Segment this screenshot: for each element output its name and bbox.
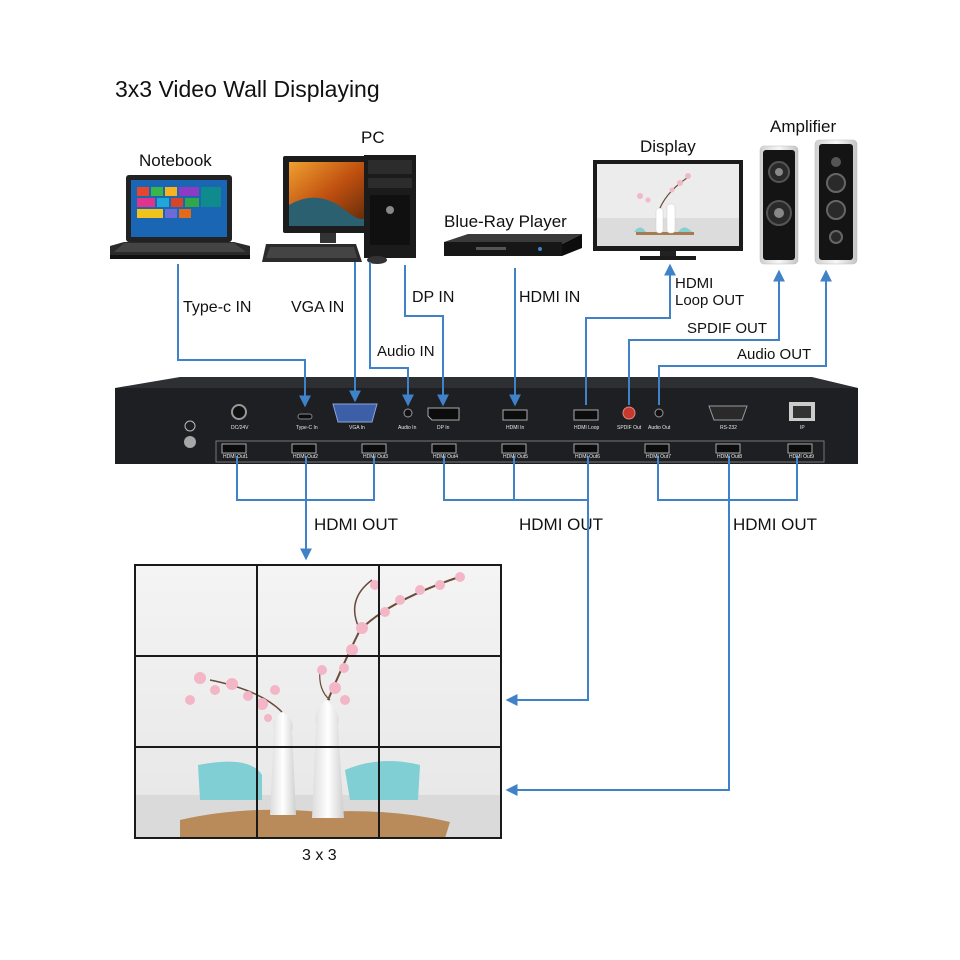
notebook-label: Notebook — [139, 151, 212, 170]
hdmi-in-label: HDMI IN — [519, 289, 581, 306]
port-label-typec: Type-C In — [296, 425, 318, 431]
port-label-dp: DP In — [437, 425, 450, 431]
port-label-hdmi-loop: HDMI Loop — [574, 425, 600, 431]
port-label-hdmi-out: HDMI Out6 — [575, 454, 601, 460]
display-icon — [593, 160, 743, 260]
port-label-vga: VGA In — [349, 425, 365, 431]
vga-in-label: VGA IN — [291, 299, 345, 316]
bluray-label: Blue-Ray Player — [444, 212, 567, 231]
port-label-hdmi-out: HDMI Out9 — [789, 454, 815, 460]
wall-caption: 3 x 3 — [302, 847, 337, 864]
video-wall-image — [134, 564, 502, 839]
video-wall-controller — [115, 377, 858, 464]
typec-in-label: Type-c IN — [183, 299, 252, 316]
port-label-hdmi-out: HDMI Out2 — [293, 454, 319, 460]
connection-lines — [177, 262, 832, 796]
audio-in-label: Audio IN — [377, 343, 435, 360]
bluray-icon — [444, 234, 582, 256]
port-label-hdmi-out: HDMI Out1 — [223, 454, 249, 460]
port-label-hdmi-out: HDMI Out4 — [433, 454, 459, 460]
audio-out-label: Audio OUT — [737, 346, 812, 363]
hdmi-out-label-3: HDMI OUT — [733, 515, 818, 534]
port-label-ip: IP — [800, 425, 805, 431]
port-label-hdmi-in: HDMI In — [506, 425, 525, 431]
port-label-hdmi-out: HDMI Out3 — [363, 454, 389, 460]
port-label-rs232: RS-232 — [720, 425, 737, 431]
pc-icon — [262, 155, 416, 264]
display-label: Display — [640, 137, 696, 156]
spdif-out-label: SPDIF OUT — [687, 320, 768, 337]
dp-in-label: DP IN — [412, 289, 455, 306]
amplifier-icon — [759, 139, 858, 265]
port-label-dc: DC/24V — [231, 425, 249, 431]
amplifier-label: Amplifier — [770, 117, 837, 136]
pc-label: PC — [361, 128, 385, 147]
port-label-audio-out: Audio Out — [648, 425, 671, 431]
hdmi-loop-out-label-1: HDMI — [675, 275, 714, 292]
hdmi-out-label-1: HDMI OUT — [314, 515, 399, 534]
hdmi-out-label-2: HDMI OUT — [519, 515, 604, 534]
port-label-audio-in: Audio In — [398, 425, 417, 431]
notebook-icon — [110, 175, 250, 259]
port-label-spdif: SPDIF Out — [617, 425, 642, 431]
port-label-hdmi-out: HDMI Out8 — [717, 454, 743, 460]
port-label-hdmi-out: HDMI Out7 — [646, 454, 672, 460]
hdmi-loop-out-label-2: Loop OUT — [675, 292, 745, 309]
diagram-title: 3x3 Video Wall Displaying — [115, 76, 380, 102]
port-label-hdmi-out: HDMI Out5 — [503, 454, 529, 460]
